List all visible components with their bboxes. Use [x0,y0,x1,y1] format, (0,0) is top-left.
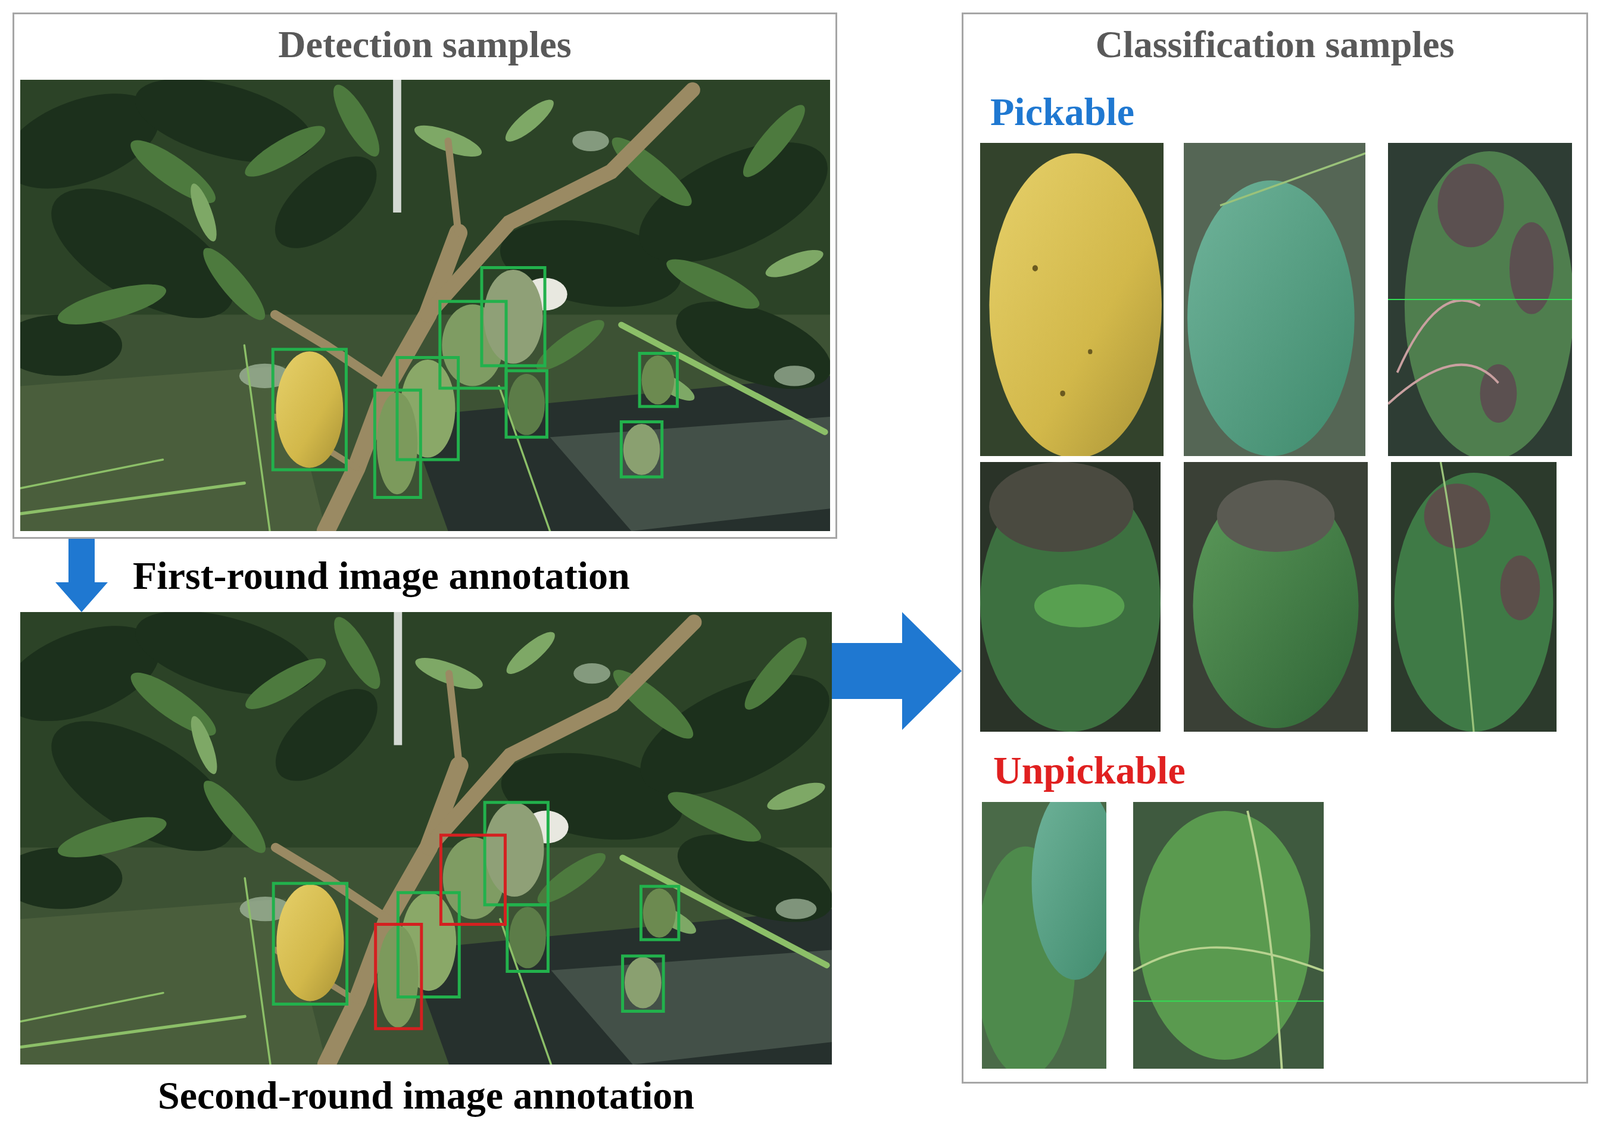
mango-crop [1183,142,1366,457]
flow-arrow [55,538,108,613]
mango-crop [1390,462,1557,732]
mango-crop [980,462,1161,732]
image-caption: Second-round image annotation [157,1073,695,1119]
panel-title: Classification samples [1095,22,1455,67]
mango-crop [1183,462,1368,732]
mango-crop [1133,802,1324,1069]
mango-crop [980,142,1164,459]
mango-crop [1388,142,1574,461]
mango-crop [975,784,1119,1078]
detection-panel: Detection samples [12,12,838,539]
arrow-label: First-round image annotation [130,553,633,599]
class-heading: Pickable [990,89,1135,135]
annotation-boxes [273,802,679,1029]
annotated-image: Second-round image annotation [20,612,832,1120]
class-heading: Unpickable [993,747,1186,794]
flow-arrow [831,612,962,731]
orchard-photo [0,62,845,532]
orchard-photo [0,594,847,1065]
panel-title: Detection samples [278,22,572,67]
detection-boxes [272,267,678,498]
classification-panel: Classification samplesPickableUnpickable [961,12,1589,1084]
